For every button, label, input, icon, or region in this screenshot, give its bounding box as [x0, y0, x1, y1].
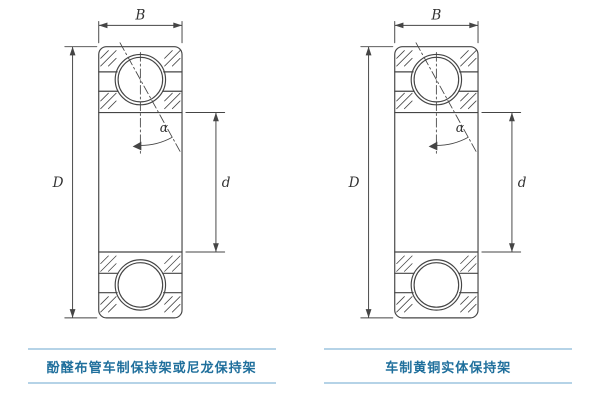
outer-diameter-dimension-label: D	[348, 175, 360, 191]
bearing-panel-left: B D d α 酚醛布管车制保持架或尼龙保持架	[7, 6, 297, 384]
caption-left: 酚醛布管车制保持架或尼龙保持架	[27, 348, 276, 384]
caption-right: 车制黄铜实体保持架	[324, 348, 573, 384]
bearing-cross-section-right: B D d α	[348, 8, 527, 319]
contact-angle-label: α	[456, 120, 465, 135]
bore-diameter-dimension-label: d	[221, 175, 230, 191]
width-dimension-label: B	[431, 8, 442, 24]
bearing-cross-section-left: B D d α	[51, 8, 230, 319]
contact-angle-label: α	[159, 120, 168, 135]
bearing-panel-right: B D d α 车制黄铜实体保持架	[303, 6, 593, 384]
bore-diameter-dimension-label: d	[518, 175, 527, 191]
outer-diameter-dimension-label: D	[51, 175, 63, 191]
width-dimension-label: B	[134, 8, 145, 24]
